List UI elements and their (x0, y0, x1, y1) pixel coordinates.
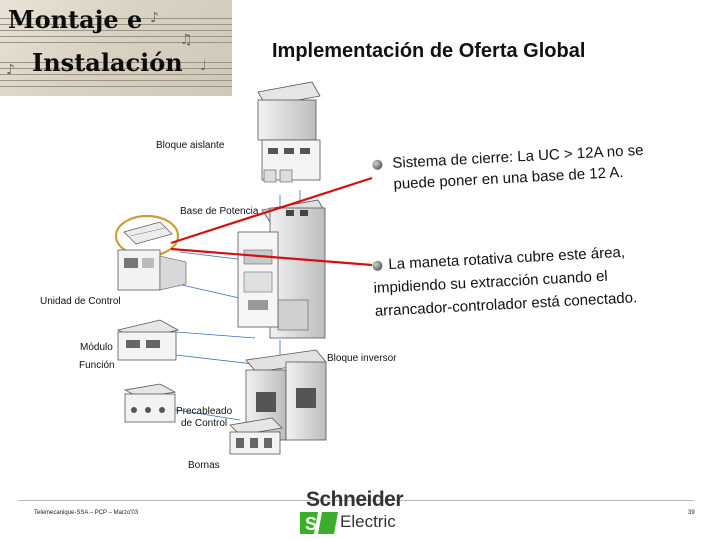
bloque-aislante-figure (257, 81, 321, 183)
precableado-figure (123, 383, 177, 423)
bullet-icon (372, 158, 383, 170)
page-number: 39 (688, 510, 695, 516)
logo-line1: Schneider (306, 488, 404, 511)
schneider-logo: S Schneider Electric (300, 486, 425, 534)
label-base-potencia: Base de Potencia (180, 206, 259, 217)
label-precableado-line1: Precableado (176, 406, 233, 417)
label-bornas: Bornas (188, 460, 220, 471)
bornas-figure (229, 417, 283, 455)
base-potencia-figure (261, 199, 326, 339)
highlight-detail (123, 221, 173, 245)
modulo-funcion-figure (116, 319, 180, 361)
page-title: Implementación de Oferta Global (272, 40, 586, 62)
schneider-logo-mark: S (300, 512, 338, 534)
header-corner-image: ♪ ♫ ♩ ♪ (0, 0, 232, 96)
bullet-icon (372, 259, 383, 271)
callout-lines (170, 176, 373, 267)
label-funcion: Función (79, 360, 115, 371)
label-bloque-aislante: Bloque aislante (156, 140, 225, 151)
logo-line2: Electric (340, 512, 396, 531)
control-module-figure (117, 249, 187, 291)
footer-credit: Telemecanique-SSA – PCP – Marzo'03 (34, 510, 139, 516)
unidad-control-figure (237, 231, 279, 328)
section-title-line1: Montaje e (8, 5, 143, 34)
svg-text:S: S (305, 514, 317, 534)
label-modulo: Módulo (80, 342, 113, 353)
section-title-line2: Instalación (32, 48, 183, 77)
label-precableado-line2: de Control (181, 418, 228, 429)
footer-divider (18, 500, 694, 501)
label-unidad-control: Unidad de Control (40, 296, 121, 307)
label-bloque-inversor: Bloque inversor (327, 353, 397, 364)
